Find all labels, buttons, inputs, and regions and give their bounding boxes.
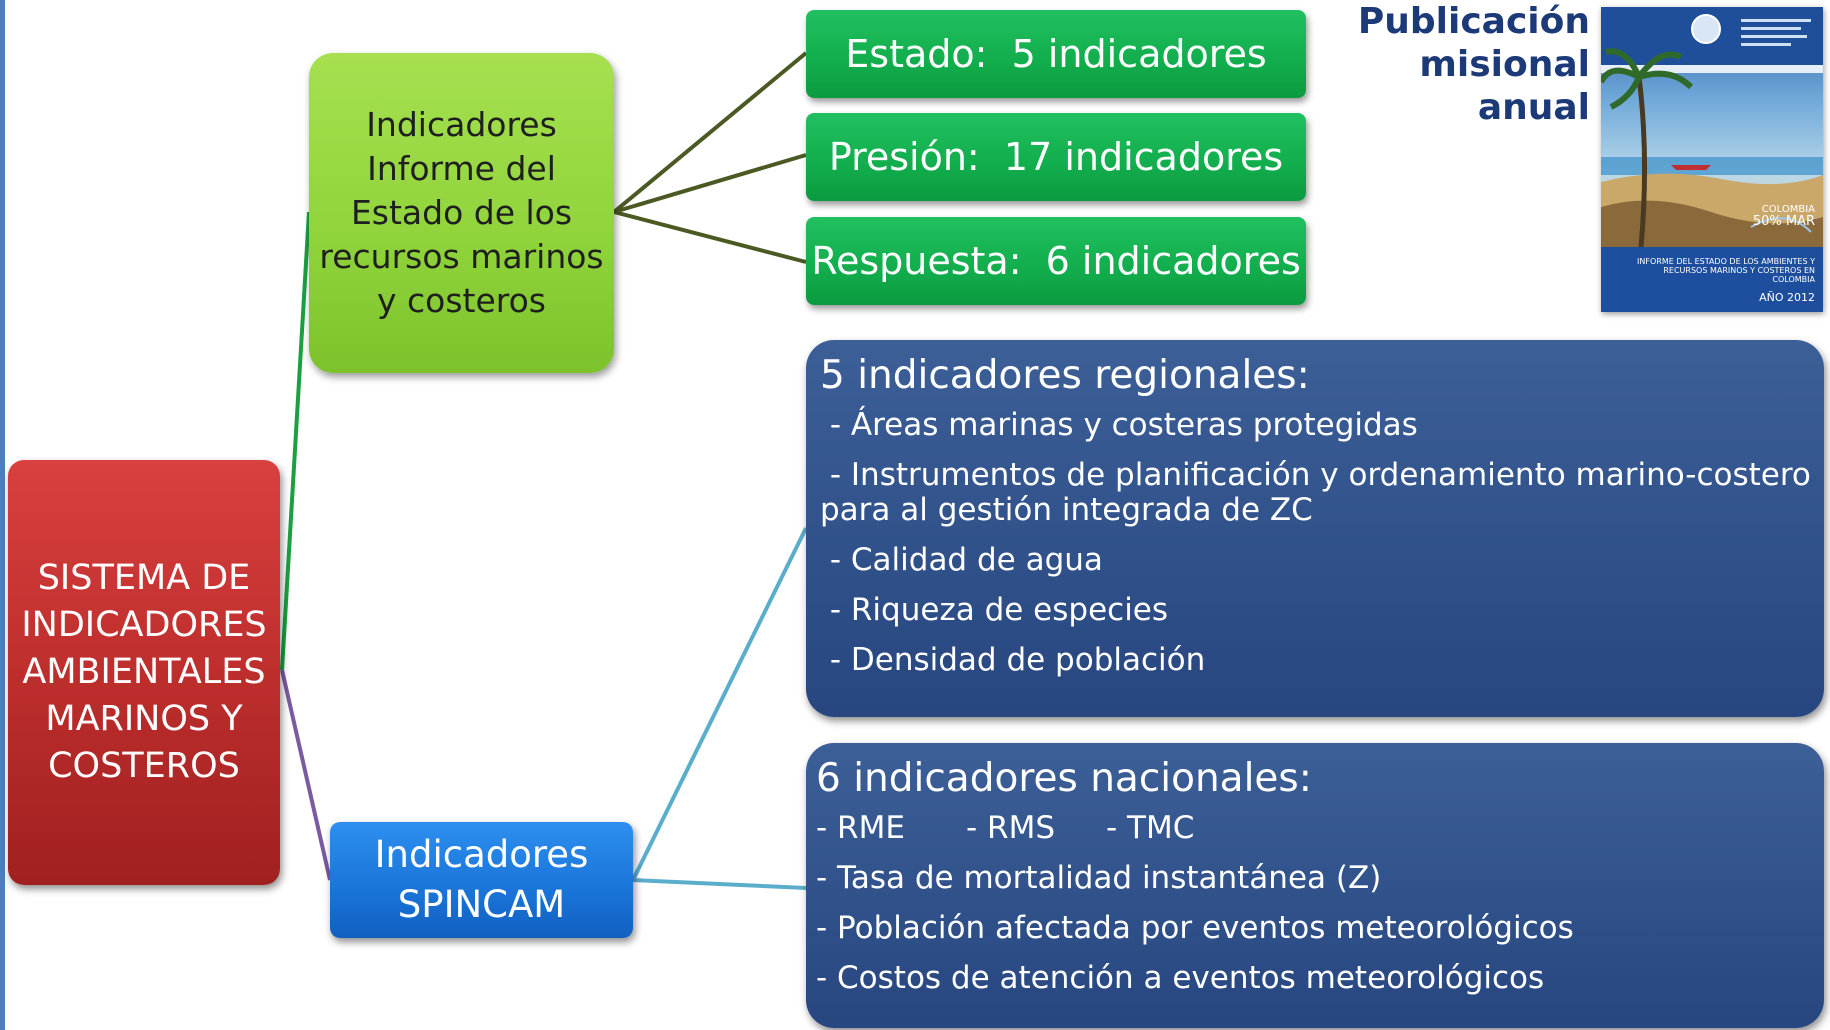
regional-item: - Calidad de agua bbox=[820, 542, 1103, 578]
national-item: - Población afectada por eventos meteoro… bbox=[816, 910, 1574, 946]
connector-root-spincam bbox=[280, 669, 332, 881]
connector-informe-respuesta bbox=[613, 210, 807, 264]
presion-node-label: Presión: 17 indicadores bbox=[828, 135, 1284, 179]
estado-node-label: Estado: 5 indicadores bbox=[845, 32, 1267, 76]
regional-item: - Densidad de población bbox=[820, 642, 1206, 678]
cover-badge-text: COLOMBIA bbox=[1761, 204, 1815, 215]
cover-illustration bbox=[1601, 7, 1823, 312]
estado-node: Estado: 5 indicadores bbox=[806, 10, 1306, 98]
regional-item: - Áreas marinas y costeras protegidas bbox=[820, 407, 1418, 443]
informe-node-label: Indicadores Informe del Estado de los re… bbox=[319, 105, 604, 320]
publication-line: misional bbox=[1419, 44, 1590, 85]
publication-line: anual bbox=[1477, 87, 1590, 128]
informe-node: Indicadores Informe del Estado de los re… bbox=[309, 53, 614, 373]
connector-root-informe bbox=[280, 211, 311, 671]
connector-informe-presion bbox=[613, 153, 807, 214]
national-codes-row: - RME - RMS - TMC bbox=[816, 811, 1814, 846]
cover-badge-percent: 50% MAR bbox=[1752, 214, 1815, 229]
root-node-sistema: SISTEMA DE INDICADORES AMBIENTALES MARIN… bbox=[8, 460, 280, 885]
spincam-node-label: Indicadores SPINCAM bbox=[374, 833, 589, 926]
regional-item: - Riqueza de especies bbox=[820, 592, 1169, 628]
national-item: - Costos de atención a eventos meteoroló… bbox=[816, 960, 1545, 996]
national-indicators-panel: 6 indicadores nacionales: - RME - RMS - … bbox=[806, 743, 1824, 1028]
national-code-item: - RME bbox=[816, 810, 905, 846]
publication-line: Publicación bbox=[1357, 1, 1590, 42]
connector-spincam-regional bbox=[631, 527, 808, 881]
respuesta-node-label: Respuesta: 6 indicadores bbox=[811, 239, 1301, 283]
national-code-item: - RMS bbox=[966, 810, 1056, 846]
regional-indicators-panel: 5 indicadores regionales: - Áreas marina… bbox=[806, 340, 1824, 717]
report-cover-image: COLOMBIA 50% MAR INFORME DEL ESTADO DE L… bbox=[1601, 7, 1823, 312]
cover-badge: COLOMBIA 50% MAR bbox=[1753, 205, 1815, 229]
national-panel-title: 6 indicadores nacionales: bbox=[816, 756, 1312, 801]
regional-panel-title: 5 indicadores regionales: bbox=[820, 353, 1310, 398]
connector-informe-estado bbox=[612, 51, 808, 214]
national-code-item: - TMC bbox=[1106, 810, 1195, 846]
presion-node: Presión: 17 indicadores bbox=[806, 113, 1306, 201]
cover-year: AÑO 2012 bbox=[1759, 291, 1815, 304]
root-node-label: SISTEMA DE INDICADORES AMBIENTALES MARIN… bbox=[21, 558, 267, 786]
national-item: - Tasa de mortalidad instantánea (Z) bbox=[816, 860, 1382, 896]
connector-spincam-national bbox=[632, 878, 807, 890]
left-edge-rule bbox=[0, 0, 5, 1030]
spincam-node: Indicadores SPINCAM bbox=[330, 822, 633, 938]
cover-report-title: INFORME DEL ESTADO DE LOS AMBIENTES Y RE… bbox=[1637, 257, 1815, 284]
publication-caption: Publicación misional anual bbox=[1290, 0, 1590, 129]
regional-item: - Instrumentos de planificación y ordena… bbox=[820, 457, 1821, 528]
respuesta-node: Respuesta: 6 indicadores bbox=[806, 217, 1306, 305]
